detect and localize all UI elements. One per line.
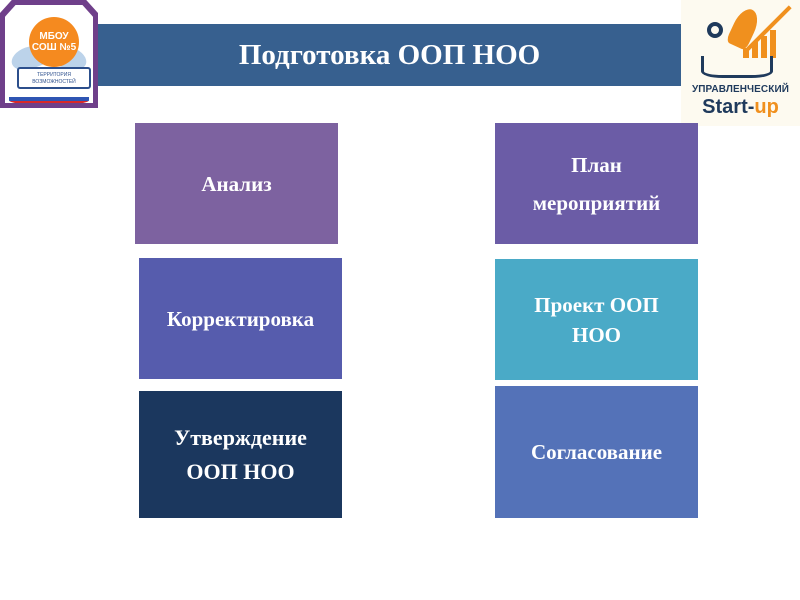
bar-chart-icon (743, 30, 776, 58)
box-coordination: Согласование (495, 386, 698, 518)
box-analysis: Анализ (135, 123, 338, 244)
box-draft-program: Проект ООП НОО (495, 259, 698, 380)
box-label: План мероприятий (532, 152, 661, 215)
brand-main: Start- (702, 96, 755, 118)
book-icon (701, 56, 773, 78)
box-label: Проект ООП НОО (534, 292, 659, 347)
school-logo-frame: МБОУ СОШ №5 ТЕРРИТОРИЯ ВОЗМОЖНОСТЕЙ (5, 5, 93, 103)
box-correction: Корректировка (139, 258, 342, 379)
motto-line1: ТЕРРИТОРИЯ (37, 72, 71, 78)
box-action-plan: План мероприятий (495, 123, 698, 244)
brand-accent: up (754, 96, 779, 118)
box-label: Анализ (201, 171, 272, 196)
box-label: Согласование (530, 440, 663, 464)
startup-logo: УПРАВЛЕНЧЕСКИЙ Start-up (681, 0, 800, 126)
flag-ribbon-icon (9, 93, 89, 103)
gear-icon (707, 22, 723, 38)
box-approval: Утверждение ООП НОО (139, 391, 342, 518)
startup-brand: Start-up (681, 96, 800, 119)
school-logo: МБОУ СОШ №5 ТЕРРИТОРИЯ ВОЗМОЖНОСТЕЙ (0, 0, 98, 108)
slide-title: Подготовка ООП НОО (238, 38, 541, 71)
school-name-line1: МБОУ (39, 31, 69, 42)
sun-emblem: МБОУ СОШ №5 (29, 17, 79, 67)
title-banner: Подготовка ООП НОО (98, 24, 681, 86)
startup-caption: УПРАВЛЕНЧЕСКИЙ (691, 84, 790, 95)
open-book-icon: ТЕРРИТОРИЯ ВОЗМОЖНОСТЕЙ (17, 67, 91, 89)
school-name-line2: СОШ №5 (31, 42, 77, 53)
motto-line2: ВОЗМОЖНОСТЕЙ (32, 79, 76, 85)
box-label: Корректировка (166, 306, 315, 331)
box-label: Утверждение ООП НОО (174, 424, 307, 484)
